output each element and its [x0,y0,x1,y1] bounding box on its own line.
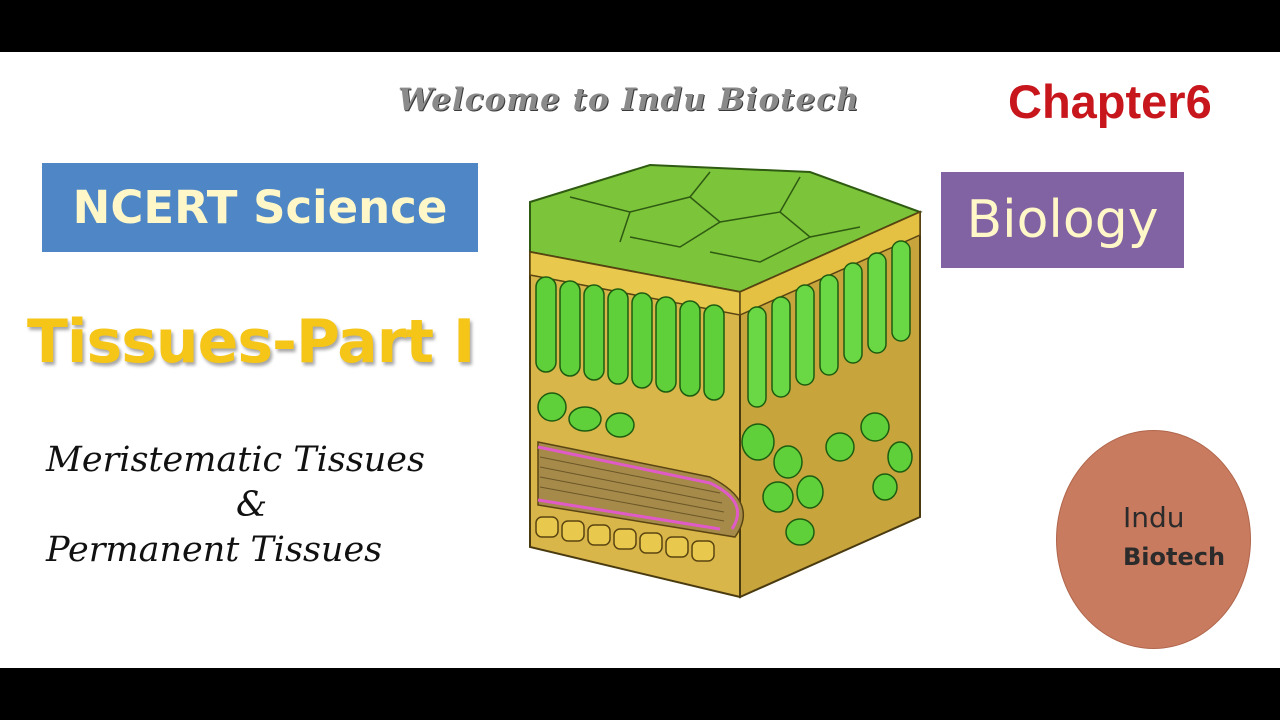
subtopic-permanent: Permanent Tissues [46,530,383,570]
logo-line-indu: Indu [1123,501,1185,534]
course-label: NCERT Science [72,181,448,234]
topic-title: Tissues-Part I [27,307,475,377]
chapter-label: Chapter6 [1008,75,1212,128]
logo-line-biotech: Biotech [1123,543,1226,571]
slide: Welcome to Indu Biotech Chapter6 NCERT S… [0,52,1280,668]
leaf-cross-section-illustration [529,163,923,599]
subject-box: Biology [941,172,1184,268]
subject-label: Biology [966,190,1159,250]
subtopic-meristematic: Meristematic Tissues [46,440,425,480]
vascular-bundle [537,441,744,538]
welcome-title: Welcome to Indu Biotech [398,82,860,118]
indu-biotech-logo: Indu Biotech [1056,430,1251,649]
subtopic-ampersand: & [236,485,268,525]
course-box: NCERT Science [42,163,478,252]
